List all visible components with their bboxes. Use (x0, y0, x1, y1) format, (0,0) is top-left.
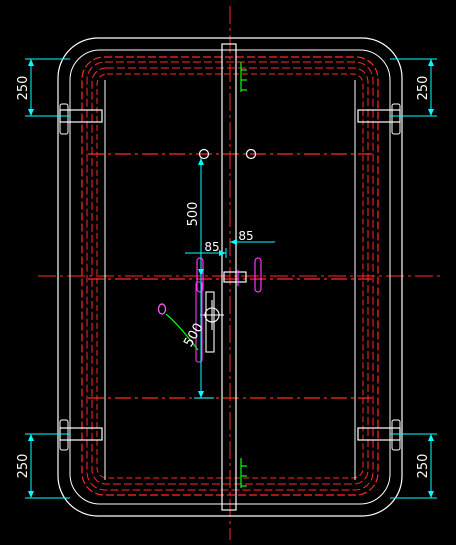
bolt-left (198, 148, 210, 160)
frame-profile-4 (96, 73, 364, 479)
dim-vertical-upper: 500 (186, 202, 201, 227)
callout-leader (165, 313, 199, 351)
outer-frame-outline (57, 37, 403, 517)
dimension-lines (25, 58, 437, 499)
dim-offset-right: 85 (238, 229, 253, 243)
lock-block (223, 271, 247, 283)
callout-circle (157, 303, 167, 315)
dim-left-bottom: 250 (16, 454, 31, 479)
hinge-mark-bottom (240, 458, 247, 488)
frame-profile-3 (91, 67, 369, 485)
handle-left (196, 257, 204, 293)
dim-vertical-lower: 500 (181, 321, 206, 350)
dim-left-top: 250 (16, 76, 31, 101)
frame-profile-2 (86, 61, 374, 491)
hinge-left-bottom (59, 419, 103, 451)
inner-frame-outline (69, 49, 391, 505)
hinge-right-bottom (357, 419, 401, 451)
lever-assembly (195, 281, 224, 363)
dim-offset-left: 85 (204, 240, 219, 254)
hinge-left-top (59, 103, 103, 135)
dim-right-bottom: 250 (416, 454, 431, 479)
vertical-stiffener (221, 43, 237, 511)
dimension-arrows (28, 59, 434, 498)
hinge-right-top (357, 103, 401, 135)
frame-profile-1 (81, 56, 379, 496)
hinge-mark-top (240, 62, 247, 92)
dim-right-top: 250 (416, 76, 431, 101)
bolt-right (245, 148, 257, 160)
handle-right (254, 257, 262, 293)
